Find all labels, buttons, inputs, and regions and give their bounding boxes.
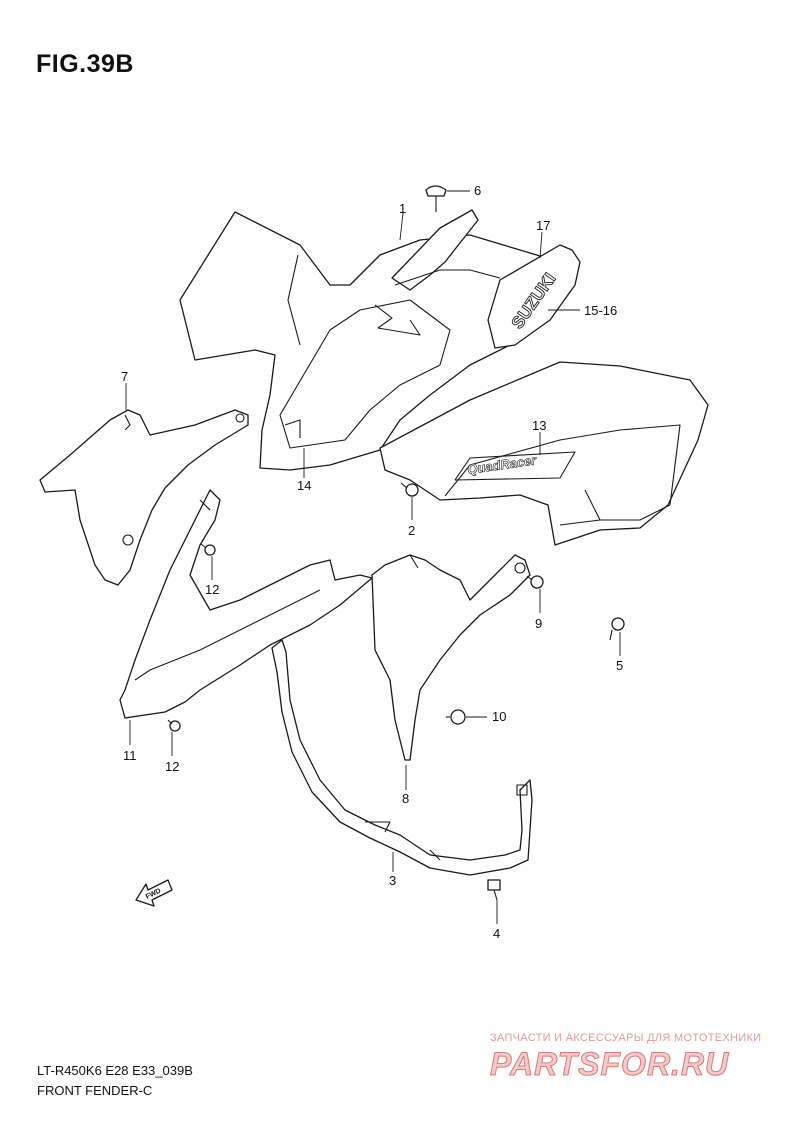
figure-model-code: LT-R450K6 E28 E33_039B (37, 1063, 193, 1078)
callout-6: 6 (474, 183, 481, 198)
part-8-splash-shield[interactable] (371, 554, 531, 761)
callout-2: 2 (408, 523, 415, 538)
callout-12a: 12 (205, 582, 219, 597)
part-1-front-panel[interactable] (391, 209, 501, 291)
leader-lines (125, 190, 621, 924)
part-13-side-fender[interactable]: QuadRacer (379, 361, 709, 546)
part-14-front-fender[interactable] (179, 211, 561, 471)
callout-13: 13 (532, 418, 546, 433)
watermark-brand: PARTSFOR.RU (489, 1046, 730, 1083)
callout-8: 8 (402, 791, 409, 806)
callout-4: 4 (493, 926, 500, 941)
fastener-5-rivet[interactable] (609, 617, 625, 641)
callout-15-16: 15-16 (584, 303, 617, 318)
fastener-4-bolt[interactable] (487, 879, 501, 901)
figure-name: FRONT FENDER-C (37, 1083, 153, 1098)
watermark-tagline: ЗАПЧАСТИ И АКСЕССУАРЫ ДЛЯ МОТОТЕХНИКИ (490, 1032, 762, 1044)
callout-7: 7 (121, 369, 128, 384)
fastener-12b-screw[interactable] (167, 719, 181, 732)
fastener-12a-screw[interactable] (200, 543, 216, 556)
callout-1: 1 (399, 201, 406, 216)
callout-11: 11 (123, 748, 137, 763)
part-7-bracket[interactable] (39, 409, 249, 586)
figure-title: FIG.39B (36, 50, 134, 78)
callout-14: 14 (297, 478, 311, 493)
fastener-10-rivet[interactable] (446, 709, 466, 725)
callout-3: 3 (389, 873, 396, 888)
part-11-lower-guard[interactable] (119, 489, 373, 719)
callout-9: 9 (535, 616, 542, 631)
callout-12b: 12 (165, 759, 179, 774)
fastener-9-screw[interactable] (526, 575, 544, 589)
fwd-arrow-icon: FWD (135, 879, 173, 907)
callout-5: 5 (616, 658, 623, 673)
callout-10: 10 (492, 709, 506, 724)
callout-17: 17 (536, 218, 550, 233)
part-3-brace[interactable] (271, 639, 533, 876)
fastener-2-screw[interactable] (400, 482, 419, 497)
fastener-6-rivet[interactable] (425, 185, 447, 212)
